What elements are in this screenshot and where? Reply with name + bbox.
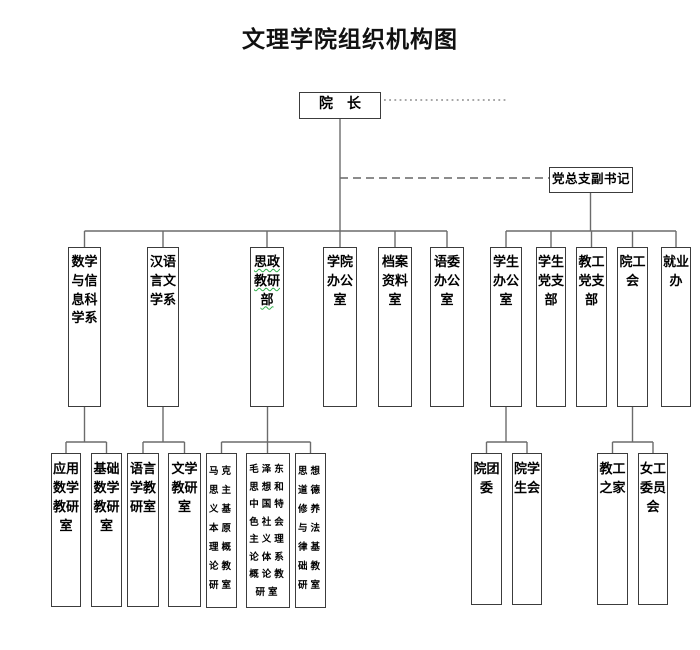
node-literature-office: 文学教研室 bbox=[168, 453, 201, 607]
node-faculty-party-branch: 教工党支部 bbox=[576, 247, 607, 407]
node-women-workers-committee: 女工委员会 bbox=[638, 453, 668, 605]
node-chinese-language-literature-dept: 汉语言文学系 bbox=[147, 247, 179, 407]
tree-connectors bbox=[65, 118, 677, 453]
node-math-info-science-dept: 数学与信息科学系 bbox=[68, 247, 101, 407]
node-ideological-political-teaching-dept: 思政教研部 bbox=[250, 247, 284, 407]
node-moral-cultivation-law-office: 思想道德修养与法律基础教研室 bbox=[295, 453, 326, 608]
node-party-deputy-secretary: 党总支副书记 bbox=[549, 167, 633, 193]
node-student-office: 学生办公室 bbox=[490, 247, 522, 407]
node-college-office: 学院办公室 bbox=[323, 247, 357, 407]
diagram-title: 文理学院组织机构图 bbox=[242, 26, 458, 53]
node-college-youth-league: 院团委 bbox=[471, 453, 502, 605]
node-marxism-principles-office: 马克思主义基本原理概论教研室 bbox=[206, 453, 237, 608]
node-college-student-union: 院学生会 bbox=[512, 453, 542, 605]
node-archives-room: 档案资料室 bbox=[378, 247, 412, 407]
node-dean: 院 长 bbox=[299, 92, 381, 119]
node-language-committee-office: 语委办公室 bbox=[430, 247, 464, 407]
node-linguistics-office: 语言学教研室 bbox=[127, 453, 159, 607]
node-applied-math-office: 应用数学教研室 bbox=[51, 453, 81, 607]
node-faculty-home: 教工之家 bbox=[597, 453, 628, 605]
node-mao-thought-theory-office: 毛泽东思想和中国特色社会主义理论体系概论教研室 bbox=[246, 453, 290, 608]
node-student-party-branch: 学生党支部 bbox=[536, 247, 566, 407]
node-college-labor-union: 院工会 bbox=[617, 247, 648, 407]
node-basic-math-office: 基础数学教研室 bbox=[91, 453, 122, 607]
node-employment-office: 就业办 bbox=[661, 247, 691, 407]
